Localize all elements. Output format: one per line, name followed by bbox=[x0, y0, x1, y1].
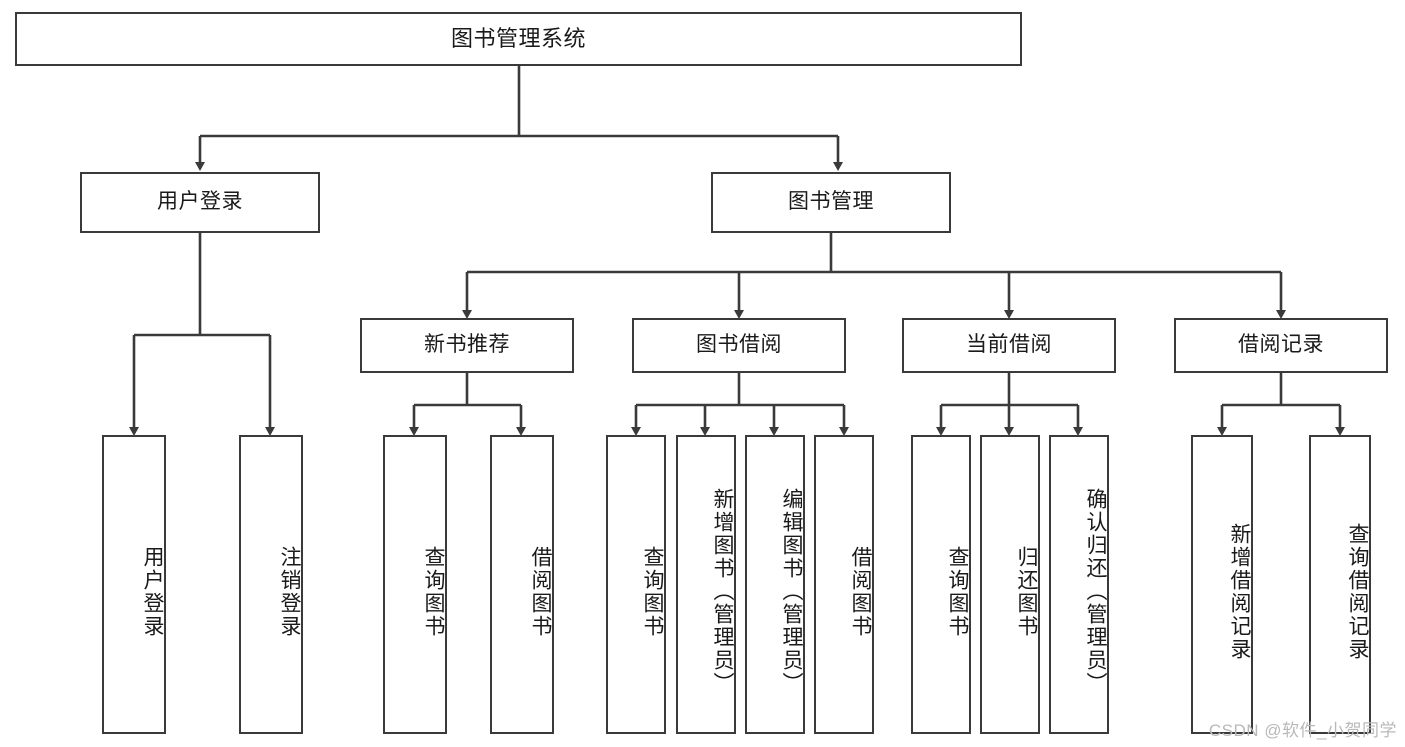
leaf-query-book-2[interactable]: 查询图书 bbox=[606, 435, 666, 734]
leaf-query-borrow-record[interactable]: 查询借阅记录 bbox=[1309, 435, 1371, 734]
leaf-confirm-return[interactable]: 确认归还（管理员） bbox=[1049, 435, 1109, 734]
leaf-query-book-3[interactable]: 查询图书 bbox=[911, 435, 971, 734]
node-book-borrow[interactable]: 图书借阅 bbox=[632, 318, 846, 373]
node-label: 新增借阅记录 bbox=[1228, 522, 1251, 661]
node-label: 编辑图书（管理员） bbox=[780, 488, 803, 695]
node-user-login[interactable]: 用户登录 bbox=[80, 172, 320, 233]
leaf-borrow-book-1[interactable]: 借阅图书 bbox=[490, 435, 554, 734]
leaf-return-book[interactable]: 归还图书 bbox=[980, 435, 1040, 734]
node-label: 新增图书（管理员） bbox=[711, 488, 734, 695]
node-label: 借阅图书 bbox=[849, 545, 872, 638]
node-label: 借阅记录 bbox=[1238, 333, 1324, 357]
leaf-logout-login[interactable]: 注销登录 bbox=[239, 435, 303, 734]
leaf-add-book[interactable]: 新增图书（管理员） bbox=[676, 435, 736, 734]
node-book-management[interactable]: 图书管理 bbox=[711, 172, 951, 233]
node-label: 查询借阅记录 bbox=[1346, 522, 1369, 661]
node-borrow-record[interactable]: 借阅记录 bbox=[1174, 318, 1388, 373]
watermark-text: CSDN @软件_小贺同学 bbox=[1208, 721, 1397, 740]
node-current-borrow[interactable]: 当前借阅 bbox=[902, 318, 1116, 373]
node-label: 借阅图书 bbox=[529, 545, 552, 638]
node-label: 图书管理 bbox=[788, 190, 874, 214]
node-label: 确认归还（管理员） bbox=[1084, 488, 1107, 695]
leaf-edit-book[interactable]: 编辑图书（管理员） bbox=[745, 435, 805, 734]
leaf-user-login[interactable]: 用户登录 bbox=[102, 435, 166, 734]
leaf-add-borrow-record[interactable]: 新增借阅记录 bbox=[1191, 435, 1253, 734]
node-label: 用户登录 bbox=[157, 190, 243, 214]
node-label: 图书借阅 bbox=[696, 333, 782, 357]
node-label: 当前借阅 bbox=[966, 333, 1052, 357]
node-root-book-management-system[interactable]: 图书管理系统 bbox=[15, 12, 1022, 66]
leaf-query-book-1[interactable]: 查询图书 bbox=[383, 435, 447, 734]
node-label: 新书推荐 bbox=[424, 333, 510, 357]
node-new-book-recommend[interactable]: 新书推荐 bbox=[360, 318, 574, 373]
node-label: 图书管理系统 bbox=[450, 26, 586, 52]
node-label: 查询图书 bbox=[641, 545, 664, 638]
leaf-borrow-book-2[interactable]: 借阅图书 bbox=[814, 435, 874, 734]
node-label: 注销登录 bbox=[278, 545, 301, 638]
node-label: 查询图书 bbox=[422, 545, 445, 638]
node-label: 归还图书 bbox=[1015, 545, 1038, 638]
node-label: 用户登录 bbox=[141, 545, 164, 638]
node-label: 查询图书 bbox=[946, 545, 969, 638]
